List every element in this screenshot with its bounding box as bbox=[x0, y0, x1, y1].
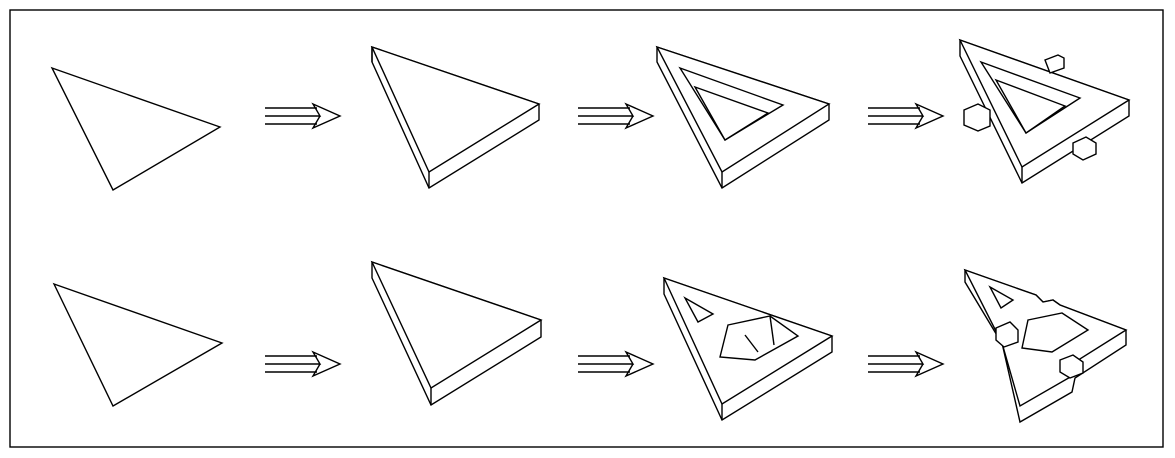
tab-connector bbox=[1044, 54, 1065, 74]
double-arrow bbox=[578, 102, 655, 130]
extruded-triangle bbox=[370, 45, 541, 190]
double-arrow bbox=[868, 350, 945, 378]
flat-triangle bbox=[50, 66, 222, 191]
figure-frame bbox=[9, 9, 1164, 448]
extruded-triangle bbox=[370, 260, 543, 407]
slot-connector bbox=[1059, 354, 1084, 379]
triangle-frame bbox=[655, 45, 831, 190]
slot-connector bbox=[963, 103, 991, 132]
double-arrow bbox=[578, 350, 655, 378]
triangle-with-cutouts bbox=[662, 276, 834, 422]
double-arrow bbox=[868, 102, 945, 130]
row-1 bbox=[50, 38, 1131, 191]
slot-connector bbox=[995, 321, 1019, 348]
flat-triangle bbox=[52, 282, 224, 407]
puzzle-piece bbox=[963, 268, 1128, 424]
slot-connector bbox=[1072, 136, 1097, 161]
large-cutout bbox=[719, 315, 800, 361]
row-2 bbox=[52, 260, 1128, 424]
small-cutout bbox=[683, 296, 715, 323]
double-arrow bbox=[265, 102, 342, 130]
frame-with-connectors bbox=[958, 38, 1131, 185]
double-arrow bbox=[265, 350, 342, 378]
